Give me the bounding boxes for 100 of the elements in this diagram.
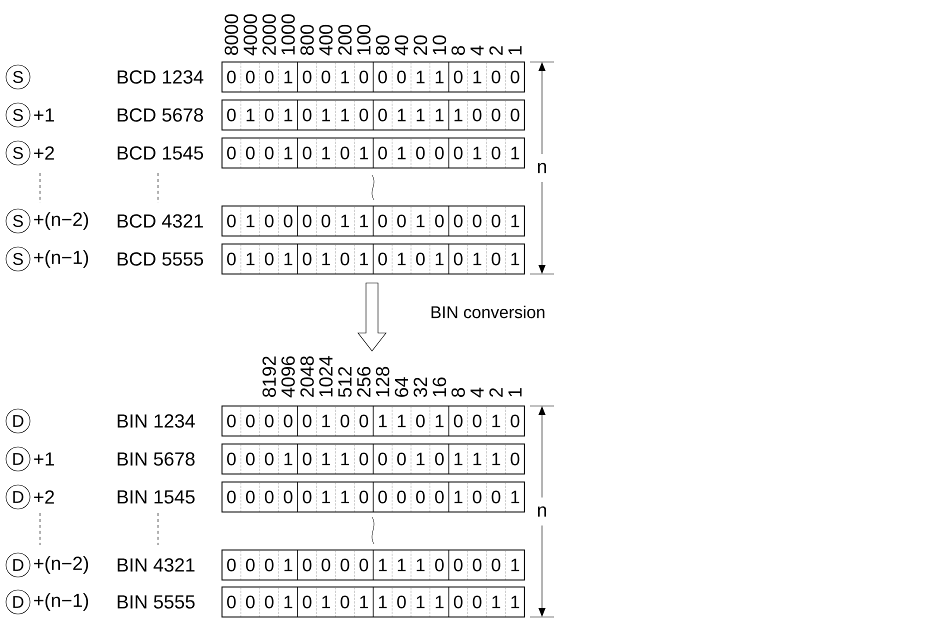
bit-value: 0 — [302, 70, 312, 84]
bit-value: 1 — [360, 596, 368, 608]
bit-value: 0 — [302, 452, 312, 466]
bit-value: 0 — [492, 252, 500, 266]
bit-weight: 256 — [357, 366, 371, 397]
bit-value: 0 — [378, 70, 387, 84]
bit-weight: 100 — [357, 24, 371, 54]
bit-value: 0 — [302, 490, 312, 504]
bit-value: 0 — [454, 252, 463, 266]
bit-value: 0 — [360, 452, 368, 466]
bit-value: 0 — [264, 596, 274, 608]
offset-label: +2 — [34, 490, 54, 504]
bit-value: 1 — [436, 596, 444, 608]
bit-weight: 1 — [508, 388, 522, 396]
bit-value: 0 — [510, 414, 520, 428]
bit-value: 0 — [378, 146, 387, 160]
bit-value: 0 — [416, 252, 425, 266]
bit-value: 1 — [473, 252, 482, 266]
bit-value: 0 — [435, 490, 444, 504]
circled-letter: S — [6, 246, 30, 272]
bit-value: 0 — [492, 490, 500, 504]
bit-value: 0 — [492, 214, 500, 228]
bit-value: 1 — [454, 490, 462, 504]
bit-value: 0 — [510, 108, 520, 122]
bit-value: 1 — [322, 146, 330, 160]
bit-value: 0 — [246, 146, 255, 160]
bit-value: 0 — [397, 214, 406, 228]
bit-value: 0 — [397, 70, 406, 84]
bit-value: 0 — [340, 596, 350, 608]
bit-value: 1 — [284, 70, 292, 84]
bit-value: 0 — [264, 414, 274, 428]
bit-value: 1 — [454, 452, 462, 466]
bit-value: 1 — [398, 558, 406, 572]
bit-value: 0 — [472, 558, 482, 572]
bit-value: 0 — [435, 146, 444, 160]
bit-value: 1 — [511, 596, 520, 608]
bit-value: 1 — [322, 414, 330, 428]
bit-value: 0 — [416, 414, 425, 428]
value-label: BCD 4321 — [118, 214, 203, 228]
bit-value: 1 — [398, 252, 406, 266]
bit-value: 0 — [360, 70, 368, 84]
offset-label: +(n−2) — [34, 556, 88, 574]
bit-value: 1 — [378, 558, 387, 572]
value-label: BCD 5678 — [118, 108, 203, 122]
bit-weight: 1024 — [319, 356, 333, 396]
bit-value: 0 — [264, 214, 274, 228]
bit-value: 0 — [472, 596, 482, 608]
bit-weight: 200 — [338, 24, 352, 55]
bit-value: 1 — [436, 70, 444, 84]
bit-value: 0 — [492, 558, 500, 572]
bit-value: 1 — [436, 414, 444, 428]
circled-letter: S — [6, 140, 30, 166]
bit-value: 0 — [264, 108, 274, 122]
circled-letter: D — [6, 408, 30, 434]
bit-weight: 8192 — [262, 356, 276, 397]
bit-value: 1 — [492, 414, 500, 428]
bit-weight: 2 — [489, 388, 503, 397]
bit-value: 1 — [360, 214, 368, 228]
bit-value: 0 — [302, 558, 312, 572]
bit-value: 1 — [341, 108, 350, 122]
bit-weight: 40 — [394, 35, 408, 56]
bit-value: 0 — [378, 452, 387, 466]
bit-weight: 4096 — [281, 356, 295, 398]
bit-value: 0 — [246, 596, 255, 608]
bit-value: 0 — [227, 558, 236, 572]
bit-value: 0 — [302, 414, 312, 428]
bit-value: 0 — [435, 452, 444, 466]
bit-value: 1 — [322, 108, 330, 122]
dimension-label: n — [538, 506, 546, 517]
circled-letter: D — [6, 552, 30, 578]
bit-value: 1 — [341, 214, 350, 228]
bit-value: 0 — [284, 214, 292, 228]
bit-value: 0 — [322, 70, 330, 84]
bit-weight: 4 — [470, 46, 484, 56]
offset-label: +(n−1) — [34, 250, 88, 268]
bit-value: 0 — [492, 70, 500, 84]
bit-value: 0 — [397, 490, 406, 504]
bit-value: 0 — [378, 252, 387, 266]
offset-label: +(n−1) — [34, 593, 88, 611]
bit-value: 1 — [322, 490, 330, 504]
bit-weight: 32 — [414, 378, 428, 398]
bit-value: 0 — [472, 490, 482, 504]
bit-value: 1 — [341, 70, 350, 84]
bit-value: 1 — [322, 452, 330, 466]
bit-value: 0 — [397, 452, 406, 466]
bit-value: 1 — [284, 452, 292, 466]
bit-value: 1 — [398, 108, 406, 122]
bit-weight: 8 — [451, 46, 465, 55]
bit-value: 0 — [454, 596, 463, 608]
bit-value: 0 — [302, 252, 312, 266]
bit-weight: 2048 — [300, 356, 314, 397]
bit-value: 0 — [360, 414, 368, 428]
bit-value: 0 — [510, 452, 520, 466]
bit-value: 0 — [264, 146, 274, 160]
bit-value: 1 — [492, 596, 500, 608]
bit-weight: 8 — [451, 388, 465, 397]
bit-value: 0 — [322, 214, 330, 228]
bit-value: 1 — [416, 70, 425, 84]
bit-weight: 1000 — [281, 14, 295, 54]
circled-letter: S — [6, 64, 30, 90]
